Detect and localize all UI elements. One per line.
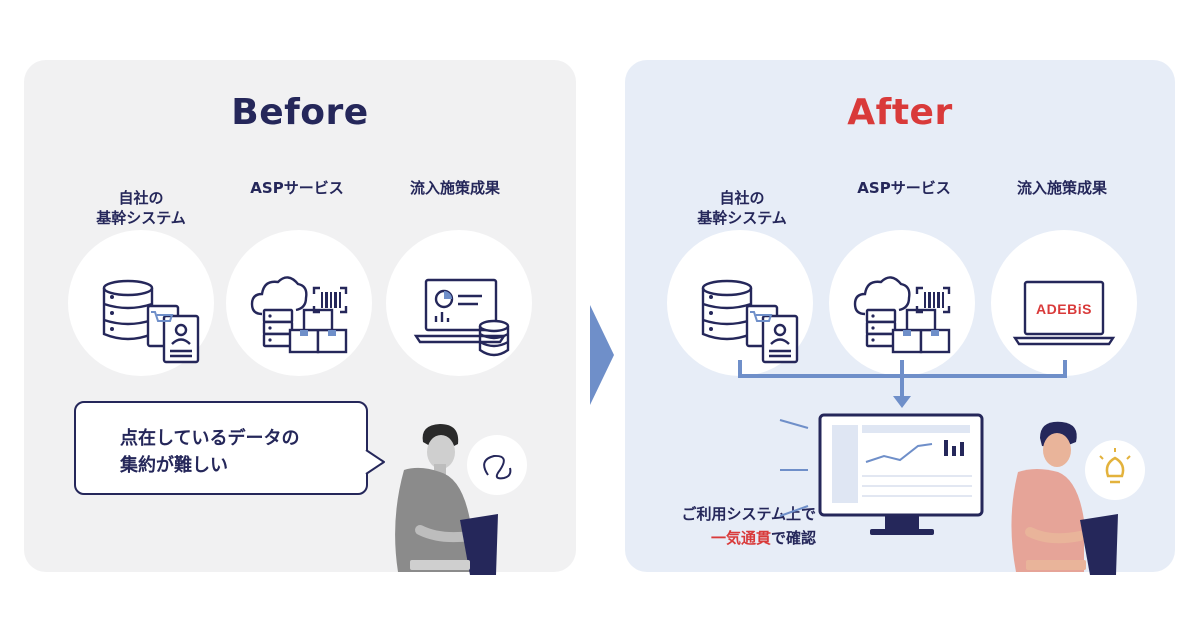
before-label-asp: ASPサービス xyxy=(250,179,344,197)
before-circle-asp xyxy=(226,230,372,376)
connector-lines xyxy=(738,360,1067,400)
connector-arrowhead-icon xyxy=(893,396,911,408)
after-circle-asp xyxy=(829,230,975,376)
transition-arrow-icon xyxy=(590,305,614,405)
database-document-icon xyxy=(701,279,799,364)
caption-line: ご利用システム上で xyxy=(681,505,816,523)
after-label-core-system: 自社の 基幹システム xyxy=(667,188,817,228)
laptop-chart-coins-icon xyxy=(413,278,510,357)
caption-rest: で確認 xyxy=(770,529,816,547)
before-circle-inflow xyxy=(386,230,532,376)
label-line: 基幹システム xyxy=(697,209,787,227)
before-panel: Before 自社の 基幹システム ASPサービス 流入施策成果 xyxy=(24,60,576,572)
emphasis-lines xyxy=(779,419,809,517)
after-caption: ご利用システム上で 一気通貫で確認 xyxy=(640,502,816,550)
after-panel: After 自社の 基幹システム ASPサービス 流入施策成果 xyxy=(625,60,1175,572)
after-circle-inflow: ADEBiS xyxy=(991,230,1137,376)
problem-speech-bubble: 点在しているデータの 集約が難しい xyxy=(74,401,368,495)
monitor-dashboard-icon xyxy=(818,413,984,535)
bubble-tail xyxy=(362,449,385,475)
before-label-inflow: 流入施策成果 xyxy=(409,179,500,197)
before-label-core-system: 自社の 基幹システム xyxy=(66,188,216,228)
label-line: 自社の xyxy=(719,189,765,207)
label-line: 基幹システム xyxy=(96,209,186,227)
caption-highlight: 一気通貫 xyxy=(710,529,771,547)
database-document-icon xyxy=(102,279,200,364)
after-label-inflow: 流入施策成果 xyxy=(1016,179,1107,197)
after-label-asp: ASPサービス xyxy=(857,179,951,197)
after-title: After xyxy=(847,92,953,133)
bubble-text-line: 集約が難しい xyxy=(120,455,228,476)
after-circle-core-system xyxy=(667,230,813,376)
confused-person-icon xyxy=(395,424,527,575)
bubble-text-line: 点在しているデータの xyxy=(120,428,300,449)
cloud-server-barcode-icon xyxy=(250,276,348,354)
caption-line: 一気通貫で確認 xyxy=(640,526,816,550)
idea-person-icon xyxy=(1011,421,1145,575)
adebis-logo-text: ADEBiS xyxy=(1036,301,1092,317)
before-circle-core-system xyxy=(68,230,214,376)
laptop-adebis-icon: ADEBiS xyxy=(1012,280,1116,346)
label-line: 自社の xyxy=(118,189,164,207)
cloud-server-barcode-icon xyxy=(853,276,951,354)
before-title: Before xyxy=(231,92,369,133)
